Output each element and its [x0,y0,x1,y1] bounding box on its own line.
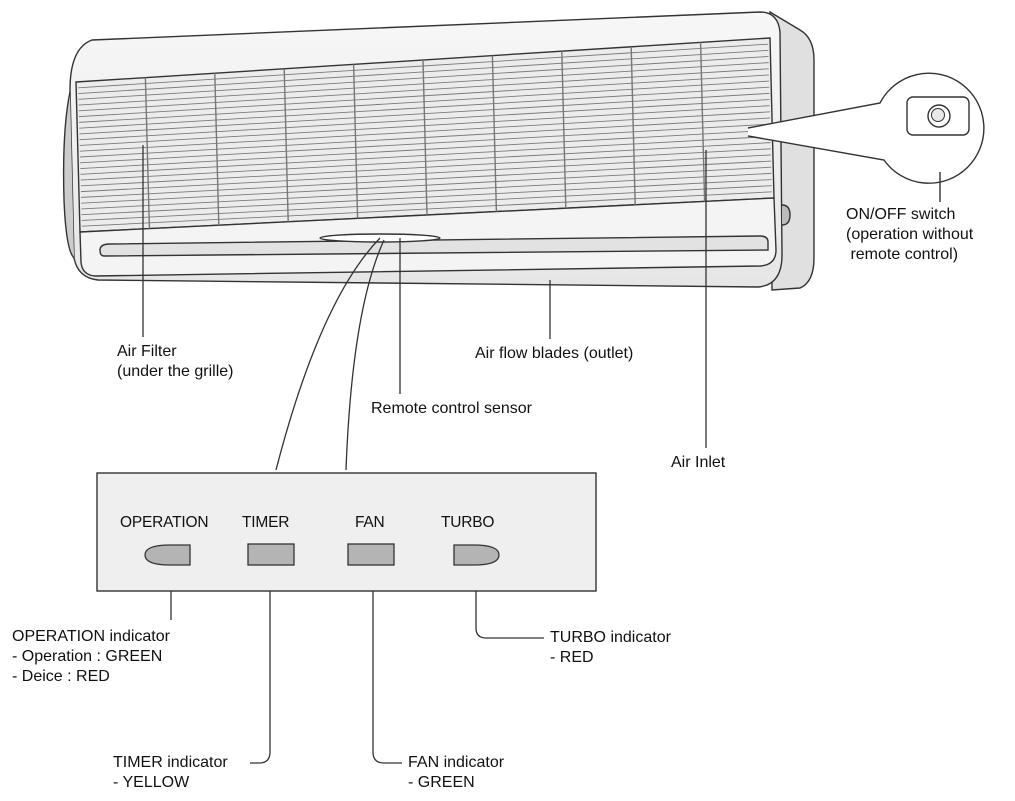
fan-indicator-line1: - GREEN [408,774,475,791]
grille-rib [561,51,567,209]
onoff-switch-label-line2: (operation without [846,226,974,243]
grille-rib [144,77,151,229]
panel-zoom-lines [275,237,385,471]
grille-rib [699,42,706,202]
panel-label-fan: FAN [355,514,385,531]
grille-rib [491,55,498,212]
air-flow-blades-label: Air flow blades (outlet) [475,345,634,362]
air-flow-blades [99,235,769,257]
grille-rib [630,46,636,205]
turbo-lamp [453,544,500,566]
operation-indicator-line1: - Operation : GREEN [12,648,163,665]
fan-lamp [347,543,395,566]
operation-indicator-line2: - Deice : RED [12,668,110,685]
timer-indicator-line1: - YELLOW [113,774,190,791]
turbo-indicator-title: TURBO indicator [550,629,671,646]
air-filter-label: Air Filter (under the grille) [117,342,234,382]
leader-turbo [475,591,544,639]
panel-label-timer: TIMER [242,514,290,531]
left-grip [62,91,75,259]
timer-lamp [247,543,295,566]
fan-indicator-desc: FAN indicator - GREEN [408,753,504,793]
zoom-line-right [345,239,385,471]
timer-indicator-title: TIMER indicator [113,754,228,771]
grille-rib [422,59,428,216]
remote-sensor-label: Remote control sensor [371,400,532,417]
operation-lamp [144,544,191,566]
panel-label-operation: OPERATION [120,514,209,531]
turbo-indicator-desc: TURBO indicator - RED [550,628,671,668]
air-filter-label-line1: Air Filter [117,343,177,360]
side-knob [781,204,791,226]
onoff-switch-label-line1: ON/OFF switch [846,206,956,223]
grille-bars [78,43,772,227]
operation-indicator-desc: OPERATION indicator - Operation : GREEN … [12,627,170,687]
panel-box [96,472,597,592]
air-inlet-label: Air Inlet [671,454,726,471]
indicator-panel [96,472,597,592]
zoom-line-left [275,237,381,471]
fan-indicator-title: FAN indicator [408,754,505,771]
timer-indicator-desc: TIMER indicator - YELLOW [113,753,228,793]
leader-fan [372,591,402,764]
air-filter-label-line2: (under the grille) [117,363,234,380]
onoff-switch-callout [747,72,985,202]
leader-timer [250,591,271,764]
panel-label-turbo: TURBO [441,514,495,531]
onoff-switch-label-line3: remote control) [846,246,959,263]
turbo-indicator-line1: - RED [550,649,594,666]
operation-indicator-title: OPERATION indicator [12,628,170,645]
grille-rib [352,64,359,219]
switch-button-center [931,108,945,122]
grille-ribs [144,42,706,229]
onoff-switch-label: ON/OFF switch (operation without remote … [846,205,973,265]
leader-lines [142,145,707,764]
grille-rib [214,73,220,226]
grille-rib [283,68,289,222]
